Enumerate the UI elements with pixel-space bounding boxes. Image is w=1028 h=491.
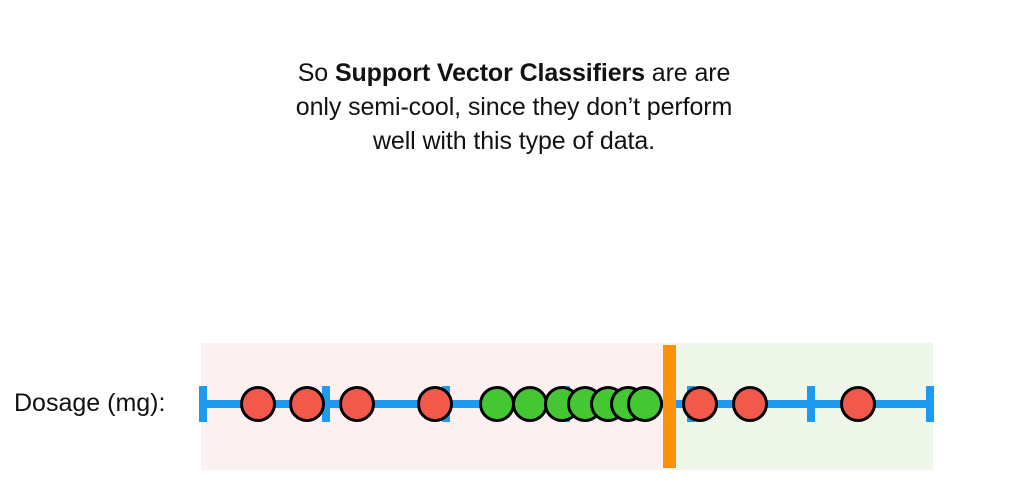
classifier-threshold-bar	[663, 345, 676, 468]
caption-line-3: well with this type of data.	[372, 127, 656, 155]
caption-line-1-bold: Support Vector Classifiers	[334, 59, 645, 87]
data-point-green	[479, 386, 515, 422]
caption-line-1-pre: So	[297, 59, 335, 87]
data-point-green	[512, 386, 548, 422]
axis-tick	[926, 386, 934, 422]
caption-line-1-post: are are	[644, 59, 731, 87]
caption-text: So Support Vector Classifiers are are on…	[0, 56, 1028, 158]
axis-tick	[322, 386, 330, 422]
data-point-green	[627, 386, 663, 422]
data-point-red	[339, 386, 375, 422]
axis-label: Dosage (mg):	[14, 389, 166, 417]
data-point-red	[840, 386, 876, 422]
data-point-red	[682, 386, 718, 422]
caption-line-1: So Support Vector Classifiers are are	[0, 56, 1028, 90]
data-point-red	[289, 386, 325, 422]
axis-tick	[199, 386, 207, 422]
data-point-red	[417, 386, 453, 422]
axis-tick	[807, 386, 815, 422]
caption-line-2: only semi-cool, since they don’t perform	[295, 93, 733, 121]
data-point-red	[240, 386, 276, 422]
data-point-red	[732, 386, 768, 422]
